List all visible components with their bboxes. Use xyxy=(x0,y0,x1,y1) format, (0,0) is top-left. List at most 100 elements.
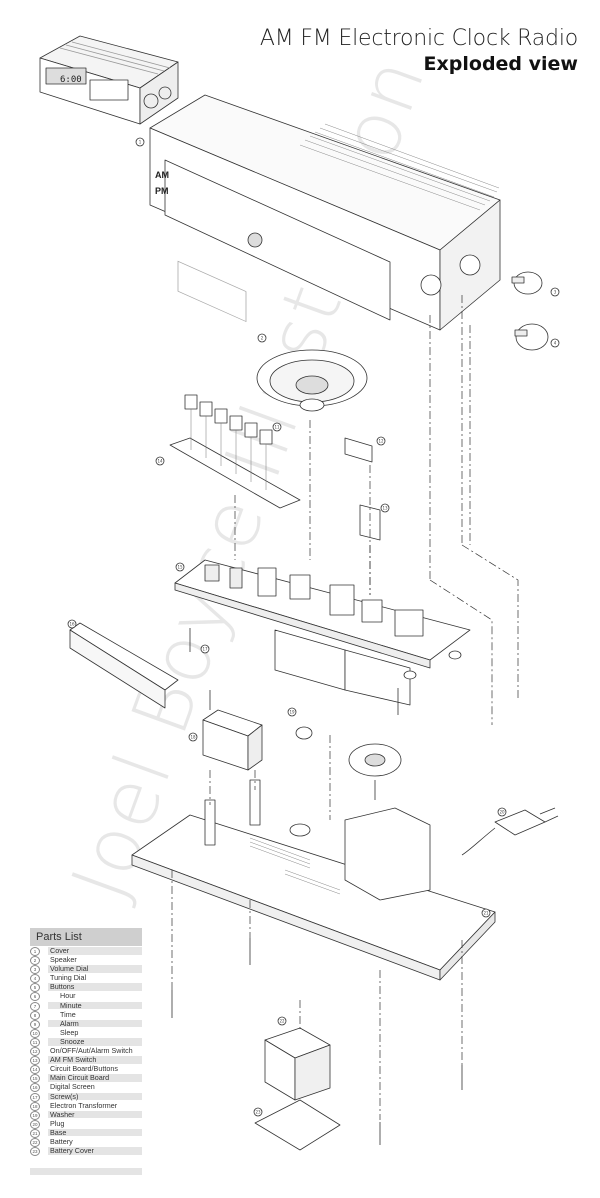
parts-list-item-number: 4 xyxy=(30,974,40,984)
pm-indicator-label: PM xyxy=(155,186,169,196)
callout-13: 13 xyxy=(382,506,388,511)
screws xyxy=(171,628,463,1145)
parts-list-item: 19 Washer xyxy=(30,1110,142,1120)
parts-list-footer-bar xyxy=(30,1168,142,1175)
am-indicator-label: AM xyxy=(155,170,169,180)
parts-list-item-label: Time xyxy=(60,1009,76,1019)
base xyxy=(131,779,496,981)
callouts: 1 2 3 4 11 12 13 14 15 16 17 18 19 20 21… xyxy=(67,137,560,1117)
callout-4: 4 xyxy=(554,341,557,346)
parts-list-item-number: 11 xyxy=(30,1037,40,1047)
assembled-radio-thumbnail: 6:00 xyxy=(39,35,179,125)
main-circuit-board xyxy=(174,559,471,706)
volume-dial xyxy=(511,271,543,295)
callout-2: 2 xyxy=(261,336,264,341)
parts-list-item: 23 Battery Cover xyxy=(30,1146,142,1157)
parts-list-item-number: 20 xyxy=(30,1119,40,1129)
tuning-dial xyxy=(514,323,549,351)
parts-list-item-label: Tuning Dial xyxy=(50,973,87,983)
parts-list-item-number: 21 xyxy=(30,1128,40,1138)
parts-list-item-number: 5 xyxy=(30,983,40,993)
callout-18: 18 xyxy=(190,735,196,740)
parts-list-item: 4 Tuning Dial xyxy=(30,973,142,984)
callout-23: 23 xyxy=(255,1110,261,1115)
callout-1: 1 xyxy=(139,140,142,145)
diagram-title: AM FM Electronic Clock Radio Exploded vi… xyxy=(260,26,578,75)
parts-list-item-number: 22 xyxy=(30,1137,40,1147)
parts-list-item-label: Washer xyxy=(48,1111,142,1119)
parts-list: Parts List 1 Cover 2 Speaker 3 Volume Dial 4 Tu… xyxy=(30,928,142,1157)
washer-and-reel xyxy=(295,726,402,777)
digital-screen xyxy=(69,622,179,709)
parts-list-item-number: 6 xyxy=(30,992,40,1002)
parts-list-item: 1 Cover xyxy=(30,946,142,956)
parts-list-item-label: Buttons xyxy=(48,983,142,991)
parts-list-item-number: 9 xyxy=(30,1019,40,1029)
parts-list-item: 7 Minute xyxy=(30,1001,142,1011)
parts-list-item-label: Screw(s) xyxy=(48,1092,142,1101)
callout-17: 17 xyxy=(202,647,208,652)
callout-21: 21 xyxy=(483,911,489,916)
parts-list-item-number: 12 xyxy=(30,1047,40,1057)
parts-list-item-number: 14 xyxy=(30,1065,40,1075)
speaker xyxy=(256,349,368,412)
title-line-2: Exploded view xyxy=(423,53,578,75)
parts-list-item-label: Battery Cover xyxy=(48,1147,142,1155)
parts-list-item-label: Cover xyxy=(48,947,142,955)
parts-list-item: 8 Time xyxy=(30,1009,142,1020)
cover: AM PM xyxy=(149,94,501,331)
parts-list-item-number: 16 xyxy=(30,1083,40,1093)
thumbnail-clock-display: 6:00 xyxy=(60,75,82,85)
parts-list-item-label: Minute xyxy=(48,1001,142,1010)
parts-list-item-label: Main Circuit Board xyxy=(48,1074,142,1082)
parts-list-item: 21 Base xyxy=(30,1128,142,1138)
parts-list-heading: Parts List xyxy=(30,928,142,946)
parts-list-item: 13 AM FM Switch xyxy=(30,1055,142,1066)
parts-list-item: 3 Volume Dial xyxy=(30,964,142,975)
parts-list-item-number: 18 xyxy=(30,1101,40,1111)
parts-list-item-label: Base xyxy=(48,1129,142,1137)
assembly-guides xyxy=(171,295,519,1120)
parts-list-item: 6 Hour xyxy=(30,991,142,1002)
title-line-1: AM FM Electronic Clock Radio xyxy=(259,26,578,51)
am-fm-switch xyxy=(359,504,381,541)
callout-14: 14 xyxy=(157,459,163,464)
parts-list-item-number: 19 xyxy=(30,1110,40,1120)
plug xyxy=(461,807,559,856)
parts-list-item-number: 7 xyxy=(30,1001,40,1011)
parts-list-item-number: 13 xyxy=(30,1056,40,1066)
callout-20: 20 xyxy=(499,810,505,815)
callout-11: 11 xyxy=(274,425,280,430)
battery-cover xyxy=(254,1099,341,1151)
parts-list-item-label: Hour xyxy=(60,991,76,1001)
parts-list-item-number: 8 xyxy=(30,1010,40,1020)
parts-list-item-label: Speaker xyxy=(50,955,77,965)
parts-list-item-number: 23 xyxy=(30,1147,40,1157)
parts-list-item-number: 3 xyxy=(30,965,40,975)
parts-list-item-label: On/OFF/Aut/Alarm Switch xyxy=(50,1046,133,1056)
parts-list-item-label: Electron Transformer xyxy=(50,1100,118,1110)
alarm-switch xyxy=(344,437,373,463)
parts-list-item-label: Battery xyxy=(50,1136,73,1146)
buttons-and-board xyxy=(169,394,301,509)
parts-list-item-label: Sleep xyxy=(60,1027,79,1037)
callout-3: 3 xyxy=(554,290,557,295)
parts-list-item-label: Volume Dial xyxy=(48,965,142,973)
parts-list-item-number: 17 xyxy=(30,1092,40,1102)
parts-list-item-number: 2 xyxy=(30,956,40,966)
parts-list-item: 5 Buttons xyxy=(30,982,142,993)
parts-list-item-number: 1 xyxy=(30,947,40,956)
parts-list-item: 12 On/OFF/Aut/Alarm Switch xyxy=(30,1046,142,1057)
parts-list-item: 22 Battery xyxy=(30,1136,142,1147)
callout-22: 22 xyxy=(279,1019,285,1024)
parts-list-item: 17 Screw(s) xyxy=(30,1092,142,1102)
parts-list-item-label: AM FM Switch xyxy=(48,1056,142,1064)
